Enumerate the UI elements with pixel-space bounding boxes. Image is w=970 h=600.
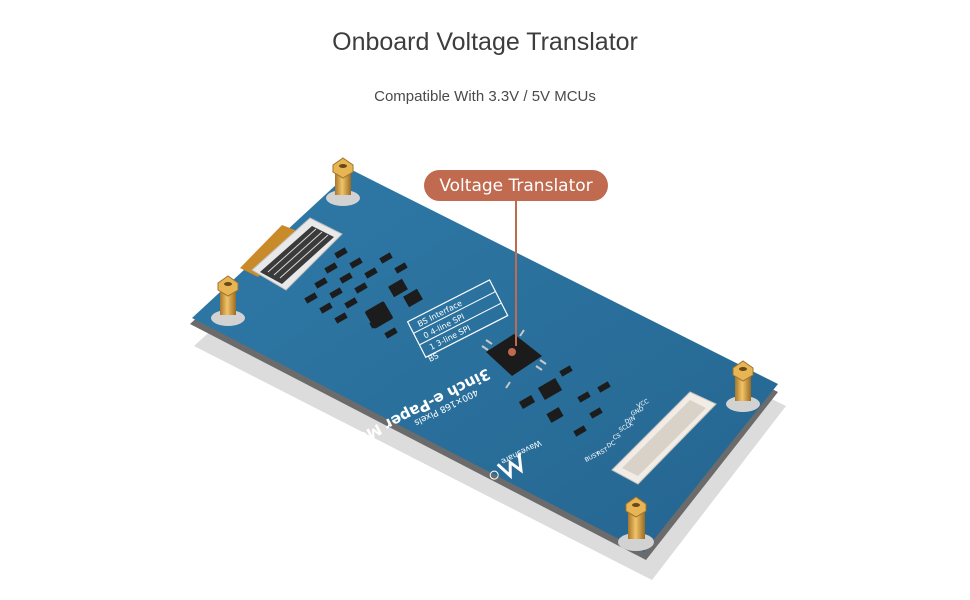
pin-label: VCC (636, 398, 650, 410)
fpc-connector (240, 217, 343, 291)
pin-label: DC (606, 440, 617, 450)
waveshare-logo-icon (489, 453, 523, 480)
voltage-translator-chip (481, 329, 547, 389)
pin-label: RST (596, 446, 610, 458)
brass-standoff-icon (726, 360, 760, 412)
page-subtitle: Compatible With 3.3V / 5V MCUs (374, 88, 596, 105)
brass-standoff-icon (211, 275, 245, 326)
brass-standoff-icon (618, 496, 654, 551)
bs-label: BS (427, 351, 440, 364)
page-title: Onboard Voltage Translator (332, 28, 638, 56)
power-components (518, 365, 611, 437)
pin-header-connector (611, 391, 717, 485)
brass-standoff-icon (326, 157, 360, 206)
pin-label: DIN (624, 415, 637, 426)
pin-label: CS (612, 432, 622, 442)
voltage-translator-callout: Voltage Translator (424, 170, 608, 201)
smd-components (304, 247, 423, 339)
